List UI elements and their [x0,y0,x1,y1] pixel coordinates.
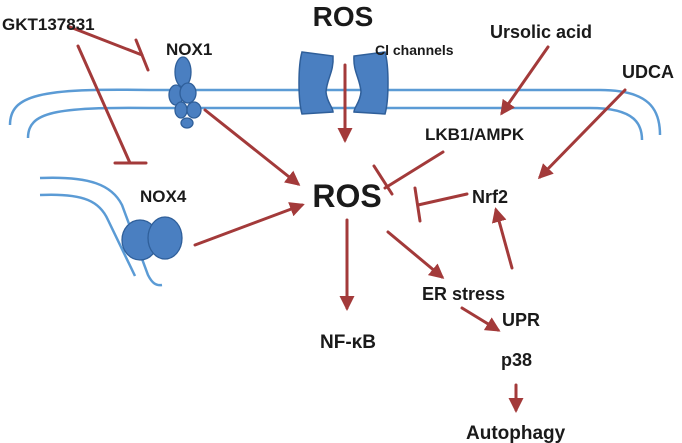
inhibit-nrf2-ros-bar [413,186,422,223]
arrow-ros-er [386,230,445,279]
label-udca: UDCA [622,62,674,82]
inhibit-lkb1-ros [383,150,445,190]
arrow-nox1-ros [203,108,301,186]
nox4-enzyme-shape [121,216,183,261]
arrow-ursolic-lkb1 [500,45,550,116]
inhibit-lkb1-ros-bar [372,164,394,196]
connectors [68,25,627,413]
label-upr: UPR [502,310,540,330]
nox1-enzyme-shape [168,56,202,129]
inhibit-nrf2-ros [416,192,469,207]
arrow-nox4-ros [193,202,305,247]
label-cl-channels: Cl channels [375,42,454,58]
inhibit-gkt-nox4 [76,44,132,165]
label-ros-top: ROS [313,1,374,32]
nox4-membrane [39,176,163,287]
arrow-udca-nrf2 [537,88,627,180]
label-nox1: NOX1 [166,40,212,59]
label-nfkb: NF-κB [320,332,376,353]
arrow-upr-nrf2 [491,207,514,270]
label-er-stress: ER stress [422,284,505,304]
cell-membrane [8,88,662,141]
label-lkb1-ampk: LKB1/AMPK [425,125,525,144]
label-p38: p38 [501,350,532,370]
label-ros-center: ROS [312,178,381,214]
arrow-er-upr [460,306,501,332]
chloride-channel-shape [298,51,389,115]
inhibit-gkt-nox1 [68,25,144,57]
label-autophagy: Autophagy [466,423,566,443]
label-ursolic-acid: Ursolic acid [490,22,592,42]
label-nrf2: Nrf2 [472,187,508,207]
inhibit-gkt-nox1-bar [134,38,150,72]
label-gkt137831: GKT137831 [2,15,95,34]
label-nox4: NOX4 [140,187,187,206]
